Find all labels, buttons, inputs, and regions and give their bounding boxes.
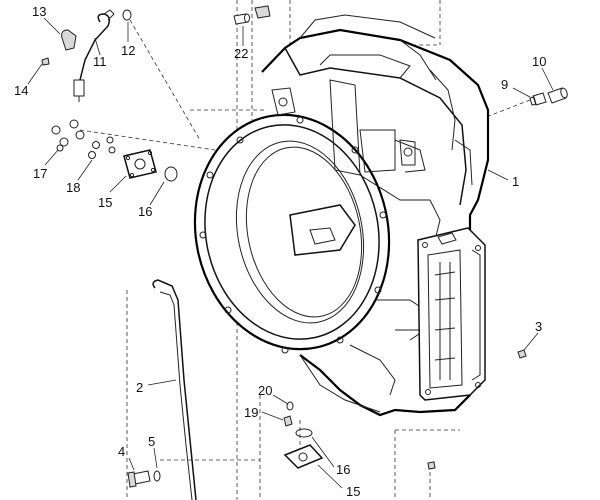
cap-part-10	[547, 87, 568, 104]
fitting-part-9	[529, 92, 547, 106]
callout-3: 3	[535, 319, 542, 334]
screw-part-14	[41, 57, 50, 66]
callout-12: 12	[121, 43, 135, 58]
callout-5: 5	[148, 434, 155, 449]
lower-seal-part-16	[295, 428, 313, 438]
plug-part-3	[517, 349, 527, 359]
housing-body	[193, 14, 490, 417]
lower-bolt-detail	[427, 461, 436, 470]
callout-14: 14	[14, 83, 28, 98]
callout-2: 2	[136, 380, 143, 395]
callout-15-upper: 15	[98, 195, 112, 210]
callout-20: 20	[258, 383, 272, 398]
callout-19: 19	[244, 405, 258, 420]
callout-10: 10	[532, 54, 546, 69]
bolts-part-17	[51, 119, 85, 152]
seal-ring-part-16	[164, 166, 178, 182]
callout-22: 22	[234, 46, 248, 61]
callout-16-upper: 16	[138, 204, 152, 219]
callout-17: 17	[33, 166, 47, 181]
dipstick-tube	[152, 279, 197, 500]
callout-18: 18	[66, 180, 80, 195]
cover-plate-part-15	[123, 149, 157, 179]
o-ring-part-20	[286, 401, 294, 411]
callout-4: 4	[118, 444, 125, 459]
callout-1: 1	[512, 174, 519, 189]
callout-15-lower: 15	[346, 484, 360, 499]
callout-16-lower: 16	[336, 462, 350, 477]
plug-part-19	[283, 415, 293, 427]
callout-13: 13	[32, 4, 46, 19]
washer-part-5	[153, 470, 161, 482]
callout-11: 11	[93, 54, 107, 69]
callout-9: 9	[501, 77, 508, 92]
pin-part-22	[233, 5, 271, 25]
bolt-part-4	[127, 470, 151, 488]
callout-labels: 1 2 3 4 5 9 10 11 12 13 14 15 15 16 16 1…	[14, 4, 546, 499]
leader-lines	[27, 17, 554, 489]
grommet-part-12	[122, 9, 132, 21]
lower-cover-plate-part-15	[283, 444, 324, 469]
nuts-part-18	[88, 136, 116, 159]
sensor-cable-part-11	[73, 9, 115, 102]
clip-part-13	[61, 29, 77, 51]
